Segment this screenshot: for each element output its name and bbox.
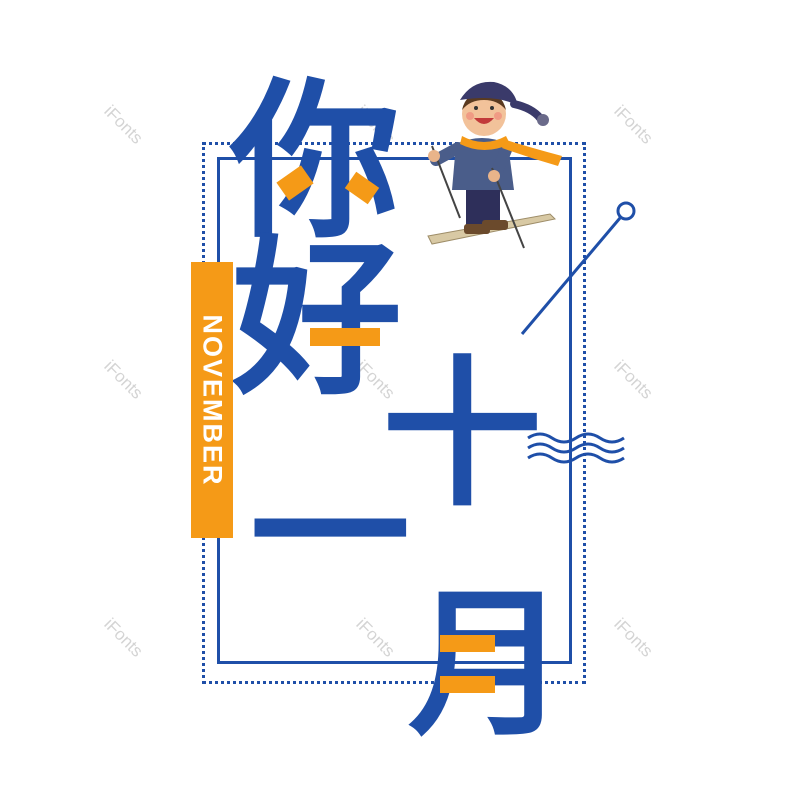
headline-char-shi: 十	[382, 341, 543, 528]
month-badge: NOVEMBER	[191, 262, 233, 538]
accent-stroke	[310, 328, 380, 346]
headline-char-yue: 月	[408, 571, 569, 758]
headline-char-ni: 你	[230, 64, 401, 262]
month-badge-label: NOVEMBER	[197, 313, 228, 487]
skier-illustration-icon	[427, 81, 562, 249]
wave-icon	[527, 432, 625, 464]
headline-char-hao: 好	[232, 221, 403, 419]
accent-stroke	[440, 676, 495, 693]
headline-char-yi: 一	[250, 441, 411, 628]
accent-stroke	[440, 635, 495, 652]
